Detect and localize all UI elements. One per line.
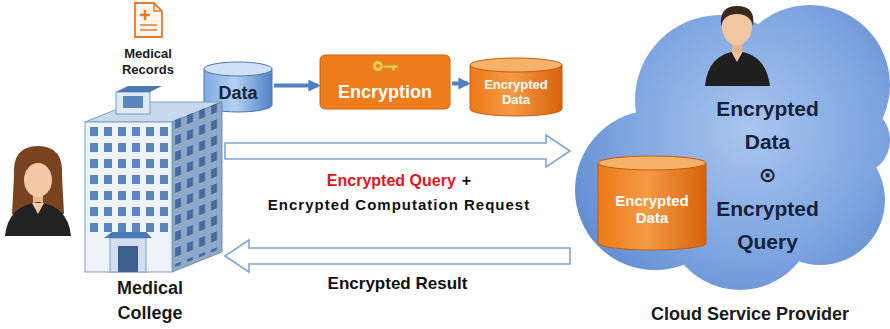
cloud-text-column: Encrypted Data⊙Encrypted Query	[705, 92, 830, 258]
woman-figure	[5, 146, 71, 236]
node-label: Medical College	[95, 276, 205, 325]
college-building	[85, 86, 222, 272]
records-icon: Medical Records	[108, 0, 188, 78]
node-label: Cloud Service Provider	[610, 304, 890, 325]
node-label: ⊙	[705, 158, 830, 191]
request-text: Encrypted Query	[327, 172, 456, 190]
cloud-lobe	[820, 105, 890, 175]
block-arrow	[225, 135, 570, 167]
document-icon	[135, 3, 162, 37]
node-label: Medical Records	[116, 46, 180, 79]
node-label: Data	[218, 83, 257, 104]
label-line: Encrypted Computation Request	[228, 190, 570, 214]
cylinder-top	[598, 156, 706, 170]
flow-arrow	[452, 82, 468, 86]
process-box: Encryption	[320, 55, 450, 109]
cylinder-top	[204, 62, 272, 76]
edge-label: Encrypted Result	[325, 274, 471, 294]
node-label: Encrypted Data	[705, 92, 830, 158]
box-fill	[320, 55, 450, 109]
request-text: +	[462, 172, 471, 190]
node-label: Encrypted Query	[705, 192, 830, 258]
data-cylinder: Encrypted Data	[598, 156, 706, 250]
data-cylinder: Data	[204, 62, 272, 112]
block-arrow	[225, 240, 570, 272]
request-label: Encrypted Query + Encrypted Computation Re…	[228, 172, 570, 214]
flow-arrow	[274, 84, 318, 88]
request-text: Encrypted Computation Request	[268, 196, 530, 213]
cylinder-body	[470, 65, 562, 116]
data-cylinder: Encrypted Data	[470, 58, 562, 116]
label-line: Encrypted Query +	[228, 172, 570, 190]
key-icon	[373, 61, 399, 72]
cylinder-top	[470, 58, 562, 72]
node-label: Encryption	[338, 82, 432, 103]
node-label: Encrypted Data	[598, 192, 706, 227]
cylinder-body	[598, 163, 706, 250]
cloud-shape: Cloud Service Provider Encrypted Data⊙Enc…	[570, 0, 890, 329]
node-label: Encrypted Data	[470, 78, 562, 108]
college-node: Medical College	[75, 85, 225, 329]
